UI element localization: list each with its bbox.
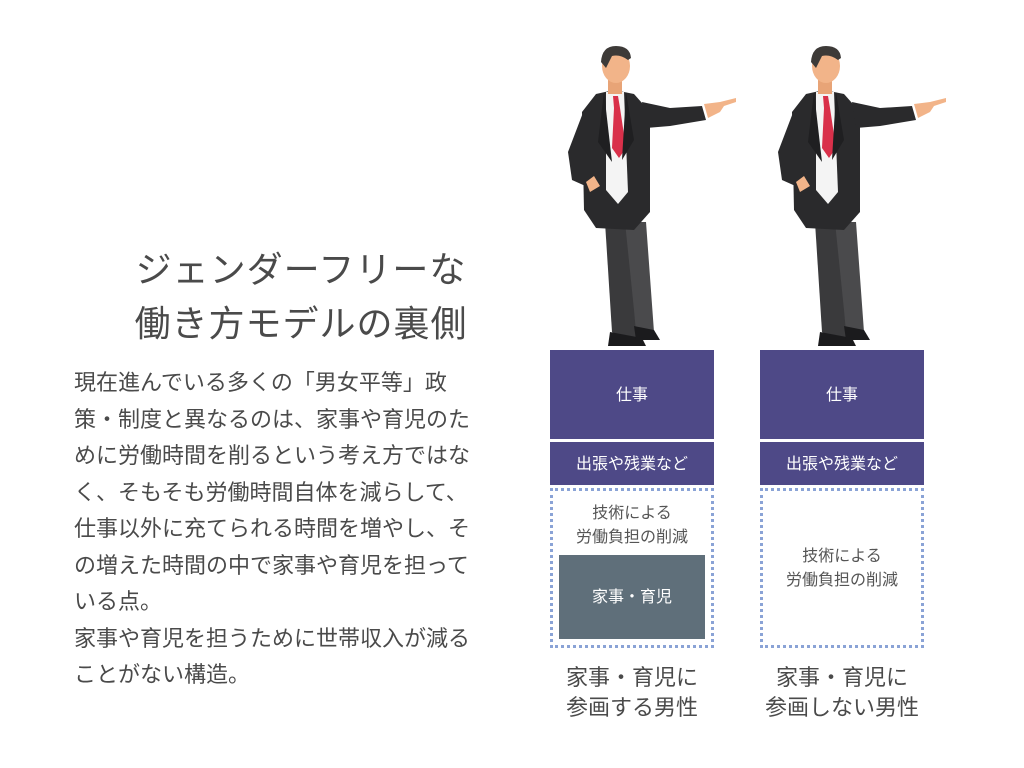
- work-block: 仕事: [550, 350, 714, 439]
- column-non-participating-man: 仕事 出張や残業など 技術による 労働負担の削減 家事・育児に 参画しない男性: [760, 0, 946, 768]
- column-caption: 家事・育児に 参画しない男性: [740, 664, 944, 724]
- column-caption: 家事・育児に 参画する男性: [530, 664, 734, 724]
- tech-label-line-2: 労働負担の削減: [785, 570, 898, 589]
- body-line: の増えた時間の中で家事や育児を担って: [74, 553, 469, 579]
- caption-line-2: 参画しない男性: [764, 696, 919, 721]
- businessman-pointing-icon: [568, 46, 736, 346]
- column-participating-man: 仕事 出張や残業など 技術による 労働負担の削減 家事・育児 家事・育児に 参画…: [550, 0, 736, 768]
- body-line: めに労働時間を削るという考え方ではな: [74, 444, 471, 469]
- body-line: いる点。: [74, 590, 163, 615]
- body-line: 現在進んでいる多くの「男女平等」政: [74, 371, 447, 396]
- caption-line-1: 家事・育児に: [775, 666, 908, 691]
- tech-label-line-2: 労働負担の削減: [575, 527, 688, 546]
- tech-label: 技術による 労働負担の削減: [786, 544, 898, 592]
- body-line: 家事や育児を担うために世帯収入が減る: [74, 626, 471, 652]
- body-line: ことがない構造。: [74, 663, 251, 688]
- body-line: 仕事以外に充てられる時間を増やし、そ: [74, 517, 471, 542]
- tech-reduction-block: 技術による 労働負担の削減 家事・育児: [550, 488, 714, 648]
- tech-label-line-1: 技術による: [802, 546, 882, 565]
- body-text: 現在進んでいる多くの「男女平等」政 策・制度と異なるのは、家事や育児のた めに労…: [74, 366, 526, 695]
- body-line: 策・制度と異なるのは、家事や育児のた: [74, 407, 471, 433]
- body-line: く、そもそも労働時間自体を減らして、: [74, 480, 468, 506]
- housework-block: 家事・育児: [559, 555, 705, 639]
- businessman-pointing-icon: [778, 46, 946, 346]
- title-line-2: 働き方モデルの裏側: [134, 304, 468, 345]
- tech-label: 技術による 労働負担の削減: [576, 501, 688, 549]
- tech-reduction-block: 技術による 労働負担の削減: [760, 488, 924, 648]
- title-line-1: ジェンダーフリーな: [135, 250, 467, 291]
- caption-line-2: 参画する男性: [565, 696, 698, 721]
- caption-line-1: 家事・育児に: [565, 666, 698, 691]
- overtime-block: 出張や残業など: [550, 442, 714, 485]
- work-block: 仕事: [760, 350, 924, 439]
- overtime-block: 出張や残業など: [760, 442, 924, 485]
- tech-label-line-1: 技術による: [592, 503, 672, 522]
- slide-title: ジェンダーフリーな 働き方モデルの裏側: [96, 244, 506, 352]
